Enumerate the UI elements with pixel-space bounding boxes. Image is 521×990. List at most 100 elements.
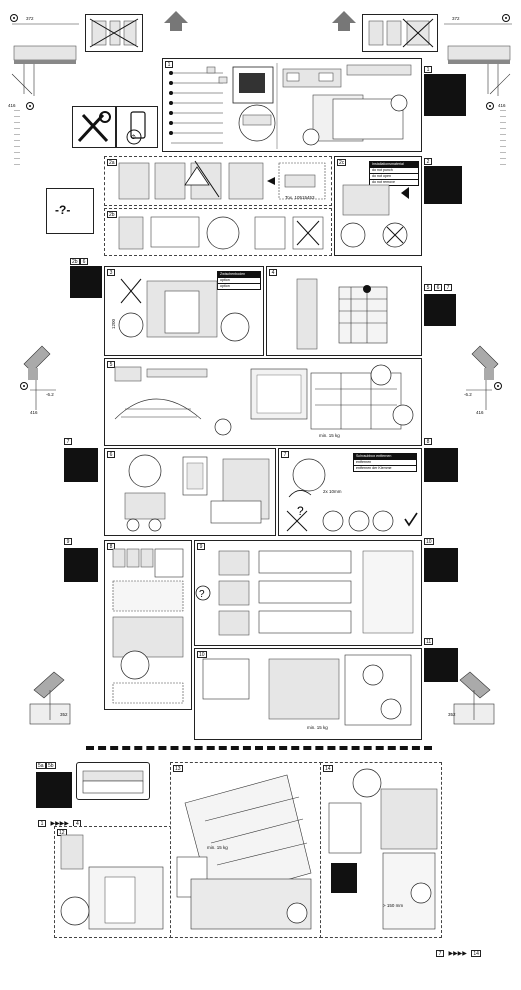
cabinet-top-left-icon	[11, 23, 79, 96]
material-label-b: Zwischenboden option option	[217, 271, 261, 290]
svg-text:⏱: ⏱	[131, 134, 136, 141]
step-10-panel: 10 min. 15 kg	[194, 648, 422, 740]
forbidden-cabinet-icon	[89, 18, 139, 48]
material-label-a: Installationsmaterial do not punch do no…	[369, 161, 419, 186]
step-6-panel: 6	[104, 448, 276, 536]
step-nav-left: 1 ▶▶▶▶ 4	[38, 812, 82, 830]
step-3-panel: 3 Zwischenboden option option 1200	[104, 266, 264, 356]
cabinet-top-right-icon	[444, 23, 512, 96]
step-number: 2b	[107, 211, 117, 218]
step-6-illustration	[124, 454, 270, 532]
material-label-c: Schraubbox entfernen entfernen entfernen…	[353, 453, 417, 472]
qr-code	[64, 448, 98, 482]
qr-tag: 1	[424, 66, 432, 73]
do-not-install-panel-left	[85, 14, 143, 52]
crosshair-icon	[10, 14, 18, 22]
step-9-illustration: ?	[195, 550, 414, 636]
dim-tol-right: -6.2	[464, 392, 472, 397]
tox-label: Tox. 10515453	[285, 195, 315, 200]
qr-tag: 9	[64, 538, 72, 545]
qr-code	[424, 166, 462, 204]
step-number: 5	[107, 361, 115, 368]
qr-tag: 7	[64, 438, 72, 445]
step-3-illustration	[118, 278, 250, 342]
qr-code	[36, 772, 72, 808]
step-5-illustration	[114, 364, 414, 436]
dim-tool-right: 416	[476, 410, 484, 415]
qr-code	[424, 548, 458, 582]
step-2b-illustration	[118, 216, 324, 250]
dim-tol-left: -6.2	[46, 392, 54, 397]
up-arrow-icon	[164, 11, 188, 31]
qr-tag: 11	[424, 638, 434, 645]
step-number: 9	[197, 543, 205, 550]
step-nav-right: 7 ▶▶▶▶ 14	[436, 942, 481, 960]
step-2c-panel: 2c Installationsmaterial do not punch do…	[334, 156, 422, 256]
step-number: 8	[107, 543, 115, 550]
weight-label: min. 15 kg	[319, 433, 340, 438]
qr-tag: 2b	[70, 258, 80, 265]
step-4-illustration	[296, 278, 388, 350]
dim-1200: 1200	[111, 318, 116, 329]
step-13-panel: 13 min. 15 kg	[170, 762, 322, 938]
top-left-dimension-diagram: 372	[4, 4, 84, 104]
step-number: 4	[269, 269, 277, 276]
drill-icon	[23, 345, 56, 410]
step-number: 13	[173, 765, 183, 772]
step-13-illustration	[176, 774, 312, 930]
step-number: 2a	[107, 159, 117, 166]
step-8-panel: 8	[104, 540, 192, 710]
right-drill-diagram: -6.2 416	[446, 340, 506, 420]
qr-tag: 6	[434, 284, 442, 291]
step-9-panel: 9 ?	[194, 540, 422, 646]
up-arrow-icon	[332, 11, 356, 31]
tools-panel	[72, 106, 116, 148]
crosshair-icon	[20, 382, 28, 390]
step-1-illustration	[169, 63, 412, 149]
section-divider	[86, 746, 432, 750]
phone-panel: ⏱	[116, 106, 158, 148]
smartphone-icon: ⏱	[126, 111, 146, 145]
side-ruler-left	[14, 110, 20, 170]
step-2b-panel: 2b	[104, 208, 332, 256]
side-ruler-right	[500, 110, 506, 170]
drill-icon	[466, 345, 499, 410]
dim-height-right: 352	[448, 712, 456, 717]
step-number: 14	[323, 765, 333, 772]
step-2c-illustration	[340, 184, 409, 248]
step-number: 6	[107, 451, 115, 458]
step-12-panel: 12	[54, 826, 172, 938]
dim-side-left: 416	[8, 103, 16, 108]
step-number: 1	[165, 61, 173, 68]
svg-text:?: ?	[297, 504, 304, 518]
qr-code	[424, 648, 458, 682]
do-not-install-panel-right	[362, 14, 438, 52]
qr-code	[424, 294, 456, 326]
tools-icon	[77, 111, 111, 143]
weight-label: min. 15 kg	[207, 845, 228, 850]
qr-tag: 7	[444, 284, 452, 291]
qr-code	[424, 448, 458, 482]
weight-label: min. 15 kg	[307, 725, 328, 730]
qr-tag: 6	[80, 258, 88, 265]
qr-tag: 5b	[46, 762, 56, 769]
step-1-panel: 1	[162, 58, 422, 152]
crosshair-icon	[502, 14, 510, 22]
qr-tag: 10	[424, 538, 434, 545]
lift-label: > 150 mm	[383, 903, 404, 908]
left-height-diagram: 352	[20, 670, 82, 730]
crosshair-icon	[26, 102, 34, 110]
step-5-panel: 5 min. 15 kg	[104, 358, 422, 446]
qr-tag: 5a	[36, 762, 46, 769]
step-7-illustration: ?	[286, 458, 418, 532]
nav-arrows-icon: ▶▶▶▶	[50, 821, 69, 827]
left-drill-diagram: -6.2 416	[16, 340, 76, 420]
step-8-illustration	[112, 548, 184, 704]
step-number: 7	[281, 451, 289, 458]
step-11-illustration	[82, 770, 144, 794]
crosshair-icon	[494, 382, 502, 390]
dim-height-left: 352	[60, 712, 68, 717]
step-number: 3	[107, 269, 115, 276]
step-14-illustration	[328, 768, 438, 930]
